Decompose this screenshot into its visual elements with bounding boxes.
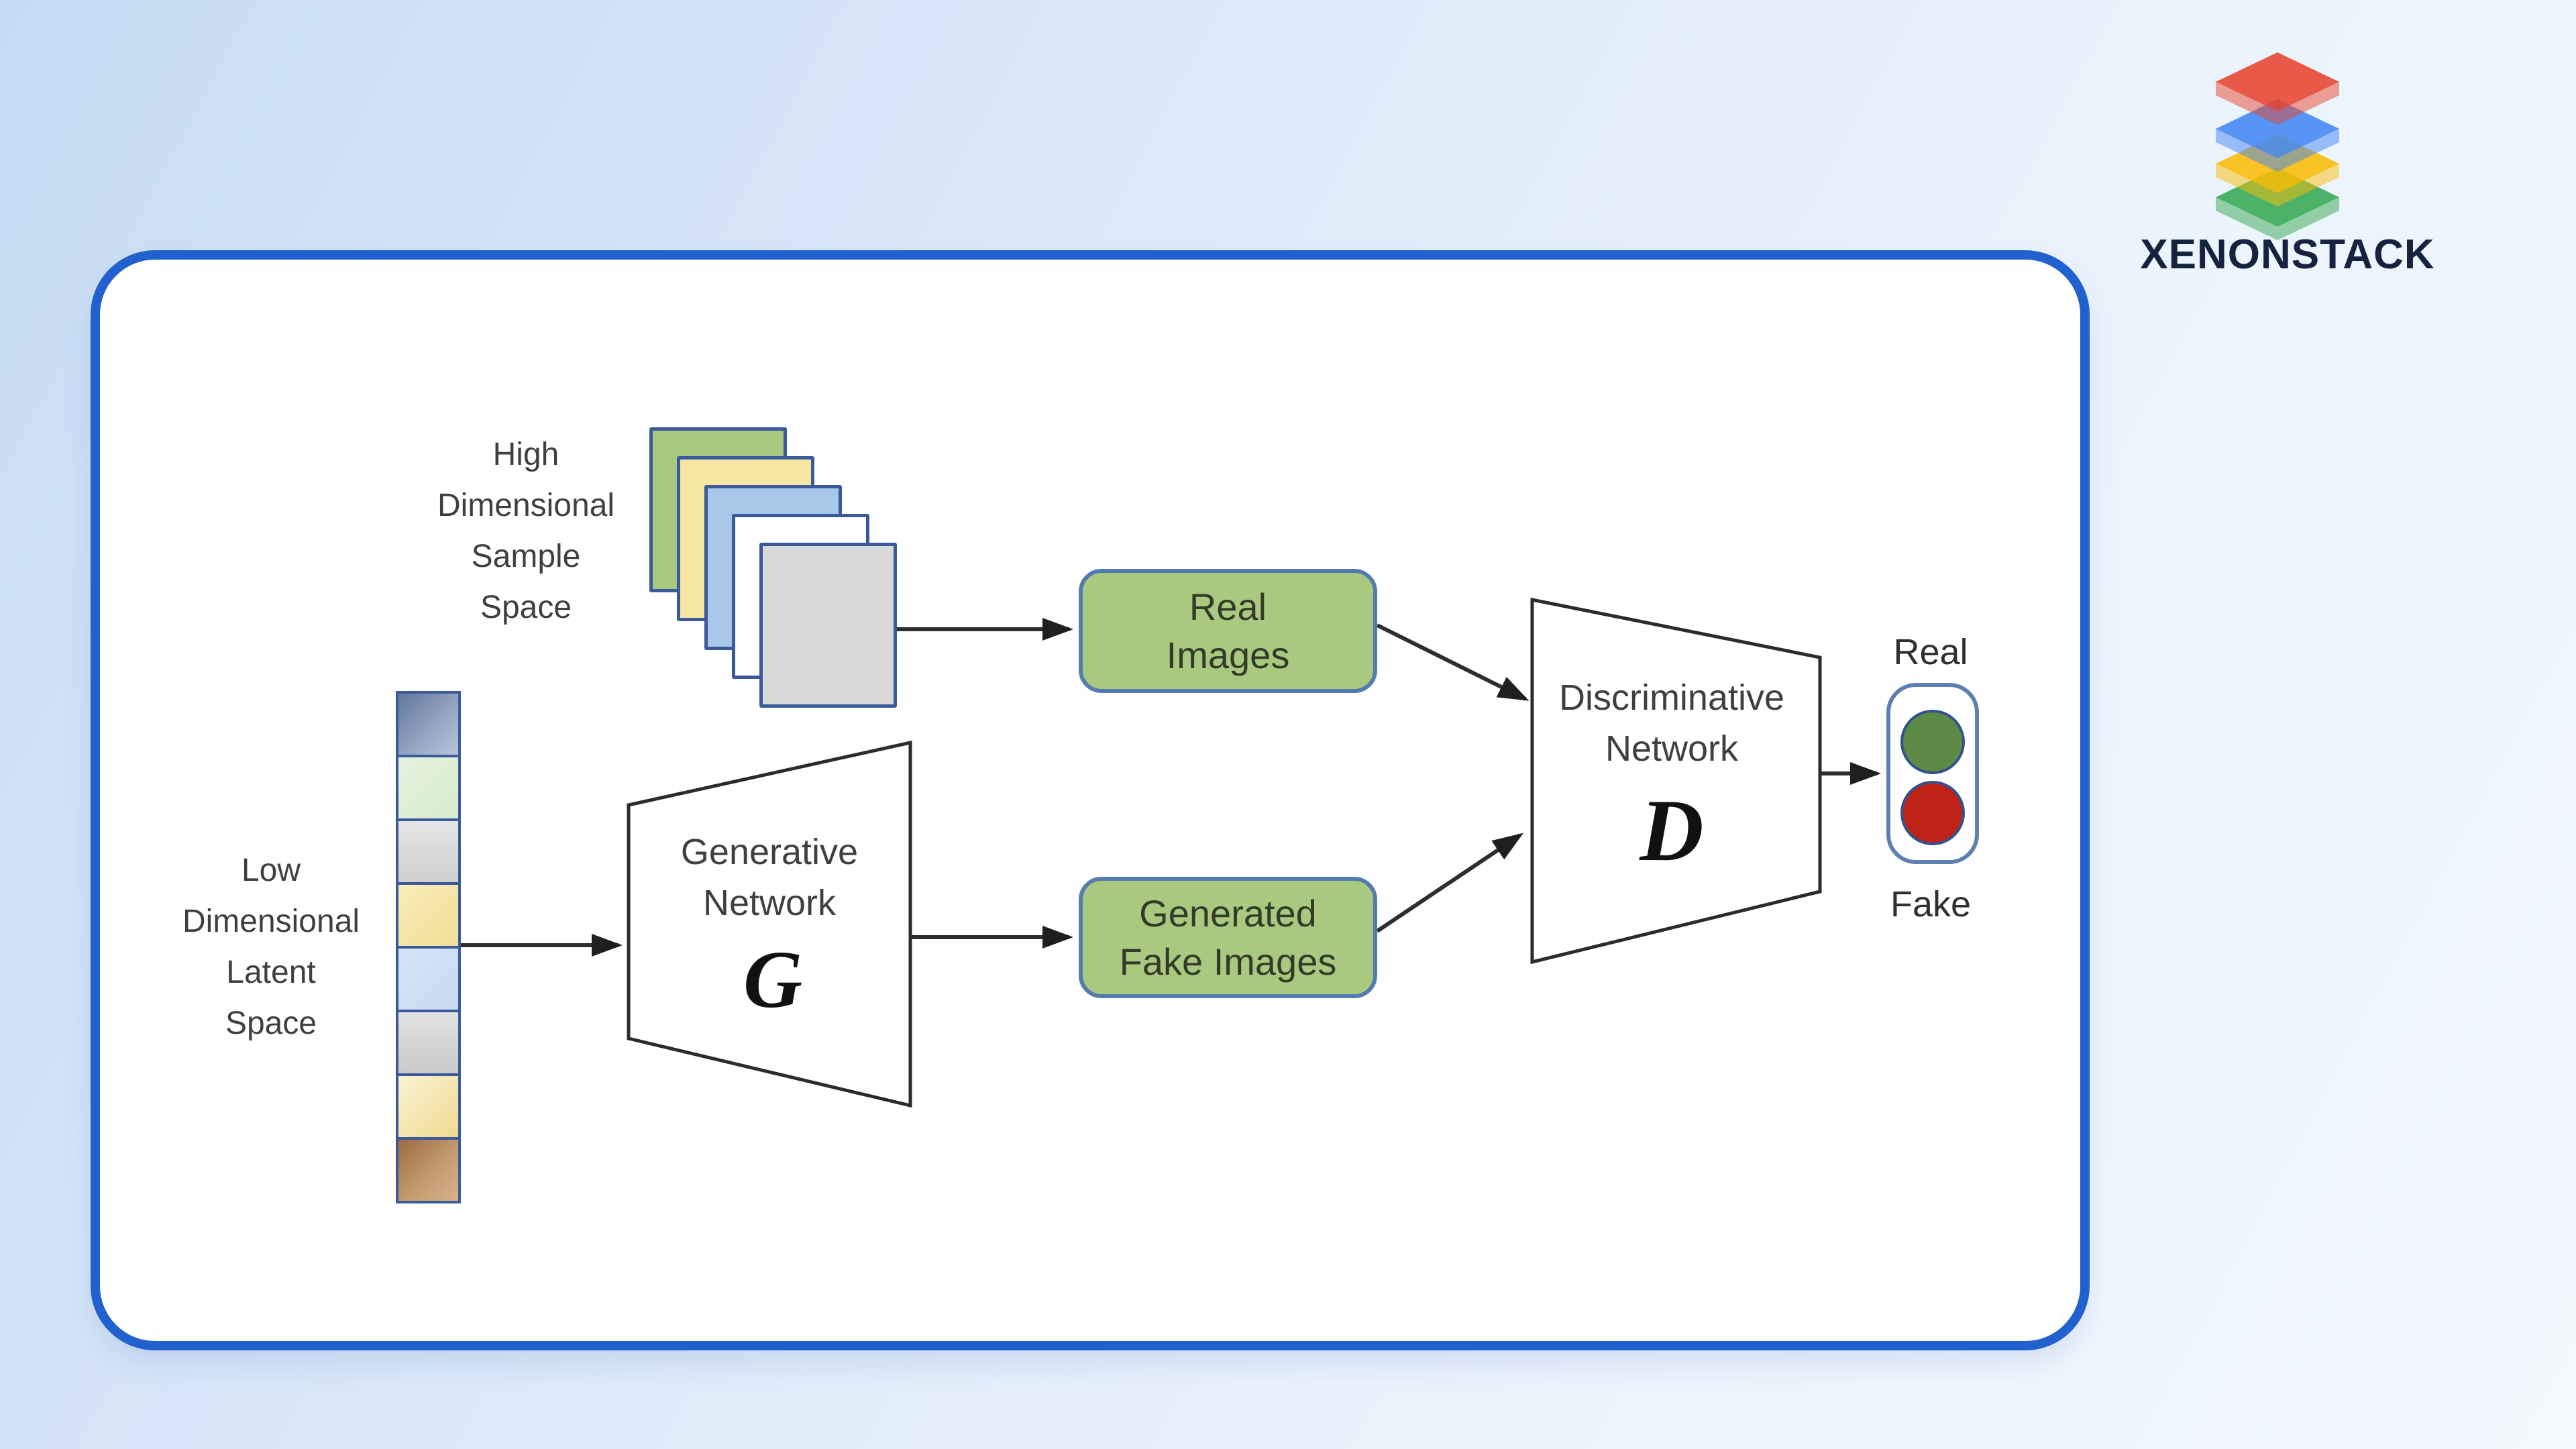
- arrow-real-images-to-discriminator: [1376, 623, 1529, 701]
- label-line: Dimensional: [182, 904, 360, 939]
- latent-segment: [398, 949, 458, 1012]
- generator-symbol: G: [743, 934, 803, 1025]
- latent-segment: [398, 1012, 458, 1076]
- label-line: High: [492, 437, 559, 472]
- label-line: Low: [241, 853, 301, 888]
- box-label-line: Fake Images: [1119, 940, 1337, 983]
- label-line: Dimensional: [437, 488, 615, 523]
- box-label-line: Real: [1189, 585, 1267, 628]
- arrow-fake-images-to-discriminator: [1376, 833, 1523, 933]
- latent-segment: [398, 1140, 458, 1201]
- discriminator-trapezoid: [1530, 597, 1822, 965]
- low-dimensional-latent-space-label: Low Dimensional Latent Space: [182, 845, 360, 1049]
- label-line: Network: [1605, 729, 1739, 769]
- latent-vector-column: [396, 691, 461, 1203]
- label-line: Network: [702, 883, 837, 923]
- label-line: Space: [225, 1006, 317, 1041]
- discriminator-label: Discriminative Network: [1559, 672, 1784, 774]
- generator-trapezoid: [627, 740, 912, 1108]
- logo-layer-red-icon: [2216, 52, 2339, 125]
- discriminator-symbol: D: [1640, 781, 1704, 879]
- fake-output-label: Fake: [1890, 884, 1972, 924]
- label-line: Space: [480, 590, 572, 625]
- latent-segment: [398, 694, 458, 757]
- real-images-box: Real Images: [1079, 569, 1377, 693]
- latent-segment: [398, 757, 458, 821]
- latent-segment: [398, 1076, 458, 1140]
- real-light-icon: [1900, 710, 1965, 774]
- sample-card-gray: [759, 543, 897, 708]
- generated-fake-images-box: Generated Fake Images: [1079, 877, 1377, 998]
- label-line: Generative: [680, 832, 859, 872]
- fake-light-icon: [1900, 781, 1965, 845]
- box-label-line: Images: [1166, 633, 1290, 676]
- box-label-line: Generated: [1139, 892, 1317, 934]
- xenonstack-logo-icon: [2216, 52, 2339, 240]
- latent-segment: [398, 821, 458, 885]
- high-dimensional-sample-space-label: High Dimensional Sample Space: [437, 429, 614, 633]
- label-line: Discriminative: [1558, 678, 1785, 718]
- real-output-label: Real: [1893, 632, 1968, 672]
- label-line: Latent: [226, 955, 316, 990]
- output-light-box: [1886, 683, 1979, 864]
- label-line: Sample: [471, 539, 581, 574]
- generator-label: Generative Network: [681, 826, 858, 928]
- logo-layer-blue-icon: [2216, 99, 2339, 172]
- brand-wordmark: XENONSTACK: [2140, 231, 2435, 278]
- latent-segment: [398, 885, 458, 949]
